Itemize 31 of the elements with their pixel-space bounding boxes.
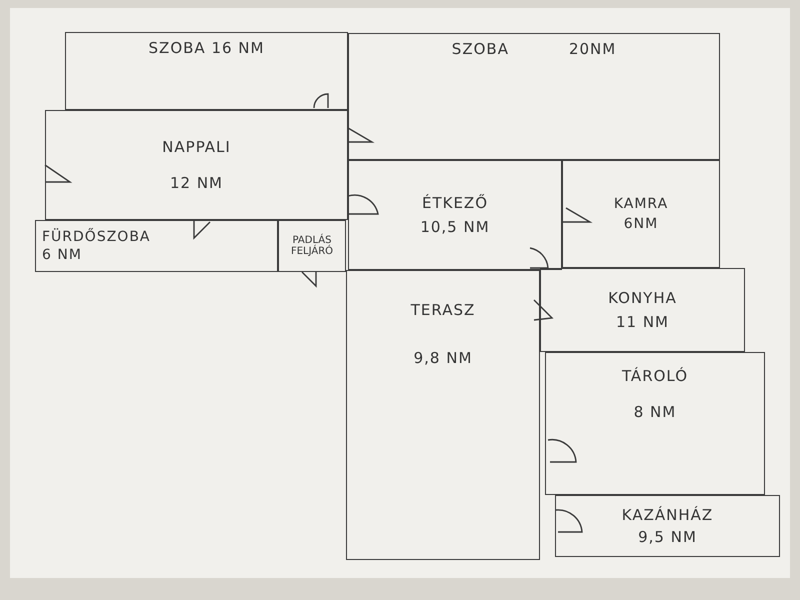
room-outline xyxy=(540,268,745,352)
room-outline xyxy=(346,270,540,560)
room-area: 6NM xyxy=(624,216,658,232)
room-outline xyxy=(278,220,346,272)
room-area: 10,5 NM xyxy=(420,218,490,236)
room-outline xyxy=(555,495,780,557)
room-name: ÉTKEZŐ xyxy=(422,194,488,212)
room-outline xyxy=(348,33,720,160)
room-outline xyxy=(35,220,278,272)
room-label: PADLÁS FELJÁRÓ xyxy=(290,235,334,257)
room-area: 9,5 NM xyxy=(638,528,697,546)
room-outline xyxy=(65,32,348,110)
room-area: 11 NM xyxy=(616,313,670,331)
room-name: FÜRDŐSZOBA xyxy=(42,229,151,245)
room-area: 20NM xyxy=(568,40,616,58)
room-area: 9,8 NM xyxy=(414,349,472,367)
room-area: 6 NM xyxy=(42,247,82,263)
room-label: SZOBA 16 NM xyxy=(148,39,264,57)
room-name: SZOBA xyxy=(452,40,509,58)
room-name: KONYHA xyxy=(608,289,677,307)
room-name: KAMRA xyxy=(614,196,668,212)
room-outline xyxy=(545,352,765,495)
room-name: NAPPALI xyxy=(162,138,231,156)
room-name: TERASZ xyxy=(410,301,476,319)
room-area: 8 NM xyxy=(634,403,676,421)
room-name: KAZÁNHÁZ xyxy=(622,506,714,524)
room-outline xyxy=(45,110,348,220)
room-area: 12 NM xyxy=(170,174,224,192)
room-outline xyxy=(348,160,562,270)
room-name: TÁROLÓ xyxy=(622,367,688,385)
room-outline xyxy=(562,160,720,268)
